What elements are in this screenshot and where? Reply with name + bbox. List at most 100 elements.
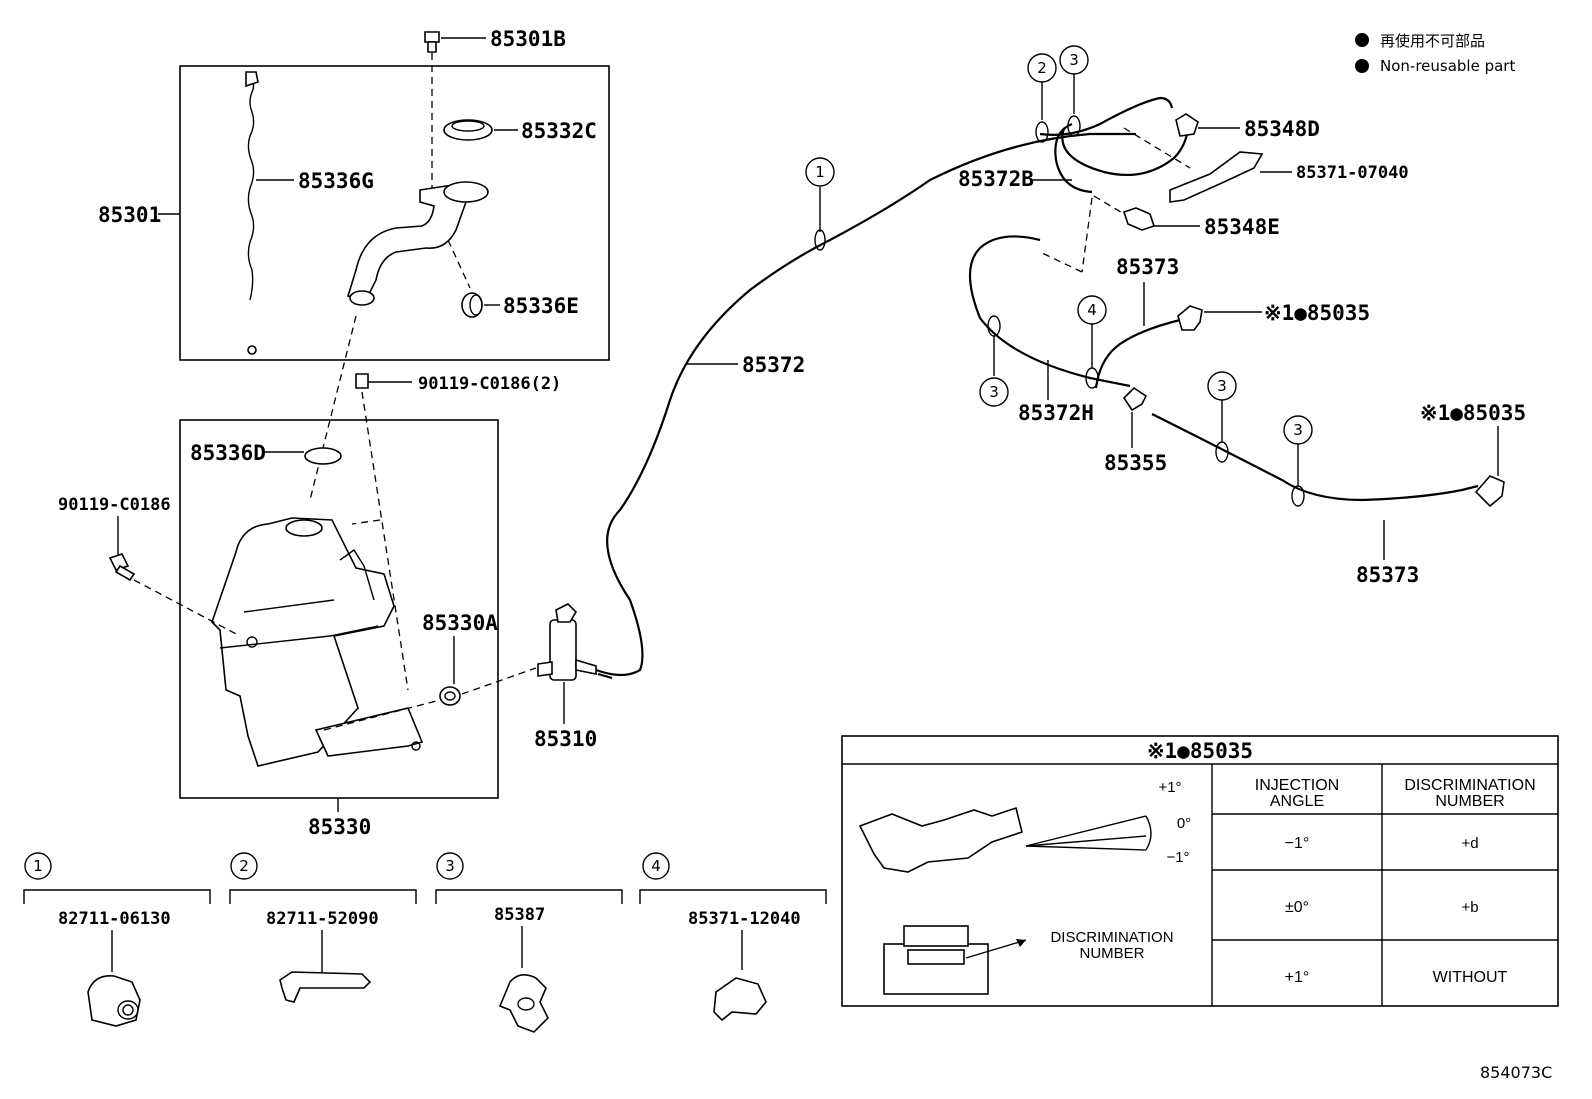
check-valve-85355: 85355: [1104, 386, 1167, 475]
legend-en: Non-reusable part: [1380, 57, 1515, 75]
clip-3-part: 85387: [494, 905, 545, 925]
hose-85373-upper: 85373 ※1●85035: [1094, 255, 1370, 389]
label-90119-C0186-2: 90119-C0186(2): [418, 374, 561, 394]
cap-85332C-icon: [443, 119, 493, 141]
callout-2: [1027, 53, 1057, 83]
clip-85387-icon: [498, 974, 549, 1033]
angle-zero-label: 0°: [1177, 815, 1191, 832]
clip-callout-3: [436, 852, 464, 880]
clip-2-part: 82711-52090: [266, 909, 379, 929]
label-85301B: 85301B: [490, 27, 566, 51]
washer-pump-85310-icon: [537, 603, 597, 681]
svg-text:4: 4: [651, 857, 661, 875]
table-title: ※1●85035: [1147, 739, 1253, 763]
bracket-85371-07040-icon: [1169, 151, 1264, 203]
angle-plus-label: +1°: [1158, 779, 1181, 796]
svg-text:3: 3: [1217, 377, 1227, 395]
callout-4: [1077, 295, 1107, 325]
joint-85348D-icon: [1175, 113, 1199, 137]
joint-85348E-icon: [1122, 207, 1156, 231]
callout-3c: [1207, 371, 1237, 401]
clip-82711-06130-icon: [87, 975, 141, 1027]
angle-minus-label: −1°: [1166, 849, 1189, 866]
label-85336G: 85336G: [298, 169, 374, 193]
reservoir-assembly: 85336D 85330A 85330: [179, 419, 537, 839]
disc-label-2: NUMBER: [1079, 945, 1144, 962]
nozzle-85035-b-icon: [1474, 475, 1505, 508]
nozzle-angle-drawing: [858, 806, 1152, 873]
reservoir-box: [179, 419, 499, 799]
clip-1-part: 82711-06130: [58, 909, 171, 929]
check-valve-icon: [1122, 386, 1148, 412]
label-85301: 85301: [98, 203, 161, 227]
col-angle-h2: ANGLE: [1270, 793, 1324, 810]
svg-text:3: 3: [989, 383, 999, 401]
callout-3b: [979, 377, 1009, 407]
upper-right-hoses: 2 3 85348D 85371-07040 85372B 85348E: [958, 45, 1409, 273]
row-1-disc: +d: [1461, 835, 1478, 852]
callout-3d: [1283, 415, 1313, 445]
clip-callout-4: [642, 852, 670, 880]
row-3-angle: +1°: [1285, 969, 1310, 986]
col-disc-h2: NUMBER: [1435, 793, 1504, 810]
clip-82711-52090-icon: [279, 971, 372, 1003]
label-85330: 85330: [308, 815, 371, 839]
hose-85373-lower: 3 3 85373 ※1●85035: [1151, 371, 1526, 587]
svg-text:3: 3: [1069, 51, 1079, 69]
label-85330A: 85330A: [422, 611, 498, 635]
discrimination-drawing: [883, 925, 1027, 995]
hose-85372: [595, 132, 1136, 677]
label-85348D: 85348D: [1244, 117, 1320, 141]
svg-text:2: 2: [1037, 59, 1047, 77]
svg-text:4: 4: [1087, 301, 1097, 319]
label-85371-07040: 85371-07040: [1296, 163, 1409, 183]
clip-85371-12040-icon: [713, 977, 767, 1022]
legend: 再使用不可部品 Non-reusable part: [1355, 32, 1515, 75]
svg-text:3: 3: [445, 857, 455, 875]
label-85035-b: ※1●85035: [1420, 401, 1526, 425]
clip-callout-2: [230, 852, 258, 880]
clip-4-part: 85371-12040: [688, 909, 801, 929]
legend-jp: 再使用不可部品: [1380, 32, 1485, 50]
filler-neck-assembly: 85301B 85336G 85301 85332C: [98, 27, 610, 361]
label-85310: 85310: [534, 727, 597, 751]
label-85332C: 85332C: [521, 119, 597, 143]
grommet-85330A-icon: [439, 686, 461, 706]
label-85355: 85355: [1104, 451, 1167, 475]
bolt-90119-2-icon: [355, 373, 412, 389]
callout-1: [805, 157, 835, 187]
row-2-disc: +b: [1461, 899, 1478, 916]
label-85372B: 85372B: [958, 167, 1034, 191]
hose-85372H: 3 4 85372H: [969, 235, 1131, 425]
disc-label-1: DISCRIMINATION: [1050, 929, 1173, 946]
label-85348E: 85348E: [1204, 215, 1280, 239]
washer-tank-icon: [211, 517, 424, 767]
seal-85336E-icon: [461, 292, 483, 318]
clip-legend-row: 1 82711-06130 2 82711-52090 3 85387 4: [23, 852, 827, 1033]
non-reusable-dot-icon: [1355, 59, 1369, 73]
svg-text:1: 1: [33, 857, 43, 875]
label-85372H: 85372H: [1018, 401, 1094, 425]
svg-text:3: 3: [1293, 421, 1303, 439]
non-reusable-dot-icon: [1355, 33, 1369, 47]
svg-text:1: 1: [815, 163, 825, 181]
nozzle-info-table: ※1●85035 +1° 0° −1° DISCRIMINATION NUMBE…: [841, 735, 1559, 1007]
bolt-85301B-icon: [424, 31, 440, 53]
label-85373-top: 85373: [1116, 255, 1179, 279]
callout-3: [1059, 45, 1089, 75]
label-85373-bot: 85373: [1356, 563, 1419, 587]
row-2-angle: ±0°: [1285, 899, 1309, 916]
col-disc-h1: DISCRIMINATION: [1404, 777, 1535, 794]
filler-pipe-icon: [346, 181, 489, 306]
diagram-code: 854073C: [1480, 1063, 1552, 1082]
label-85372: 85372: [742, 353, 805, 377]
nozzle-85035-a-icon: [1177, 305, 1203, 331]
label-85336E: 85336E: [503, 294, 579, 318]
seal-85336D-icon: [304, 447, 342, 465]
filler-box: [179, 65, 610, 361]
label-90119-C0186: 90119-C0186: [58, 495, 171, 515]
clip-callout-1: [24, 852, 52, 880]
row-1-angle: −1°: [1285, 835, 1310, 852]
label-85035-a: ※1●85035: [1264, 301, 1370, 325]
